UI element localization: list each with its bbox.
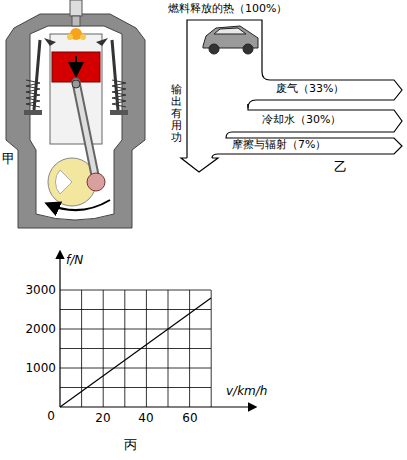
tick-label: 60 — [182, 412, 197, 426]
engine-illustration — [6, 0, 145, 228]
energy-label: 冷却水（30%） — [262, 114, 341, 127]
figure-label: 甲 — [2, 152, 15, 167]
axis-label: v/km/h — [226, 385, 267, 399]
energy-label: 输出有用功 — [171, 84, 182, 144]
tick-label: 3000 — [25, 284, 56, 298]
tick-label: 1000 — [25, 362, 56, 376]
energy-label: 废气（33%） — [276, 83, 344, 96]
tick-label: 2000 — [25, 323, 56, 337]
axis-label: f/N — [66, 254, 83, 268]
energy-flow-diagram — [181, 20, 402, 172]
figure-label: 丙 — [124, 438, 137, 453]
force-speed-graph — [60, 252, 255, 407]
tick-label: 0 — [47, 410, 55, 424]
energy-label: 摩擦与辐射（7%） — [232, 139, 326, 152]
tick-label: 20 — [95, 412, 110, 426]
energy-label: 燃料释放的热（100%） — [168, 3, 287, 16]
figure-label: 乙 — [334, 160, 347, 175]
tick-label: 40 — [138, 412, 153, 426]
